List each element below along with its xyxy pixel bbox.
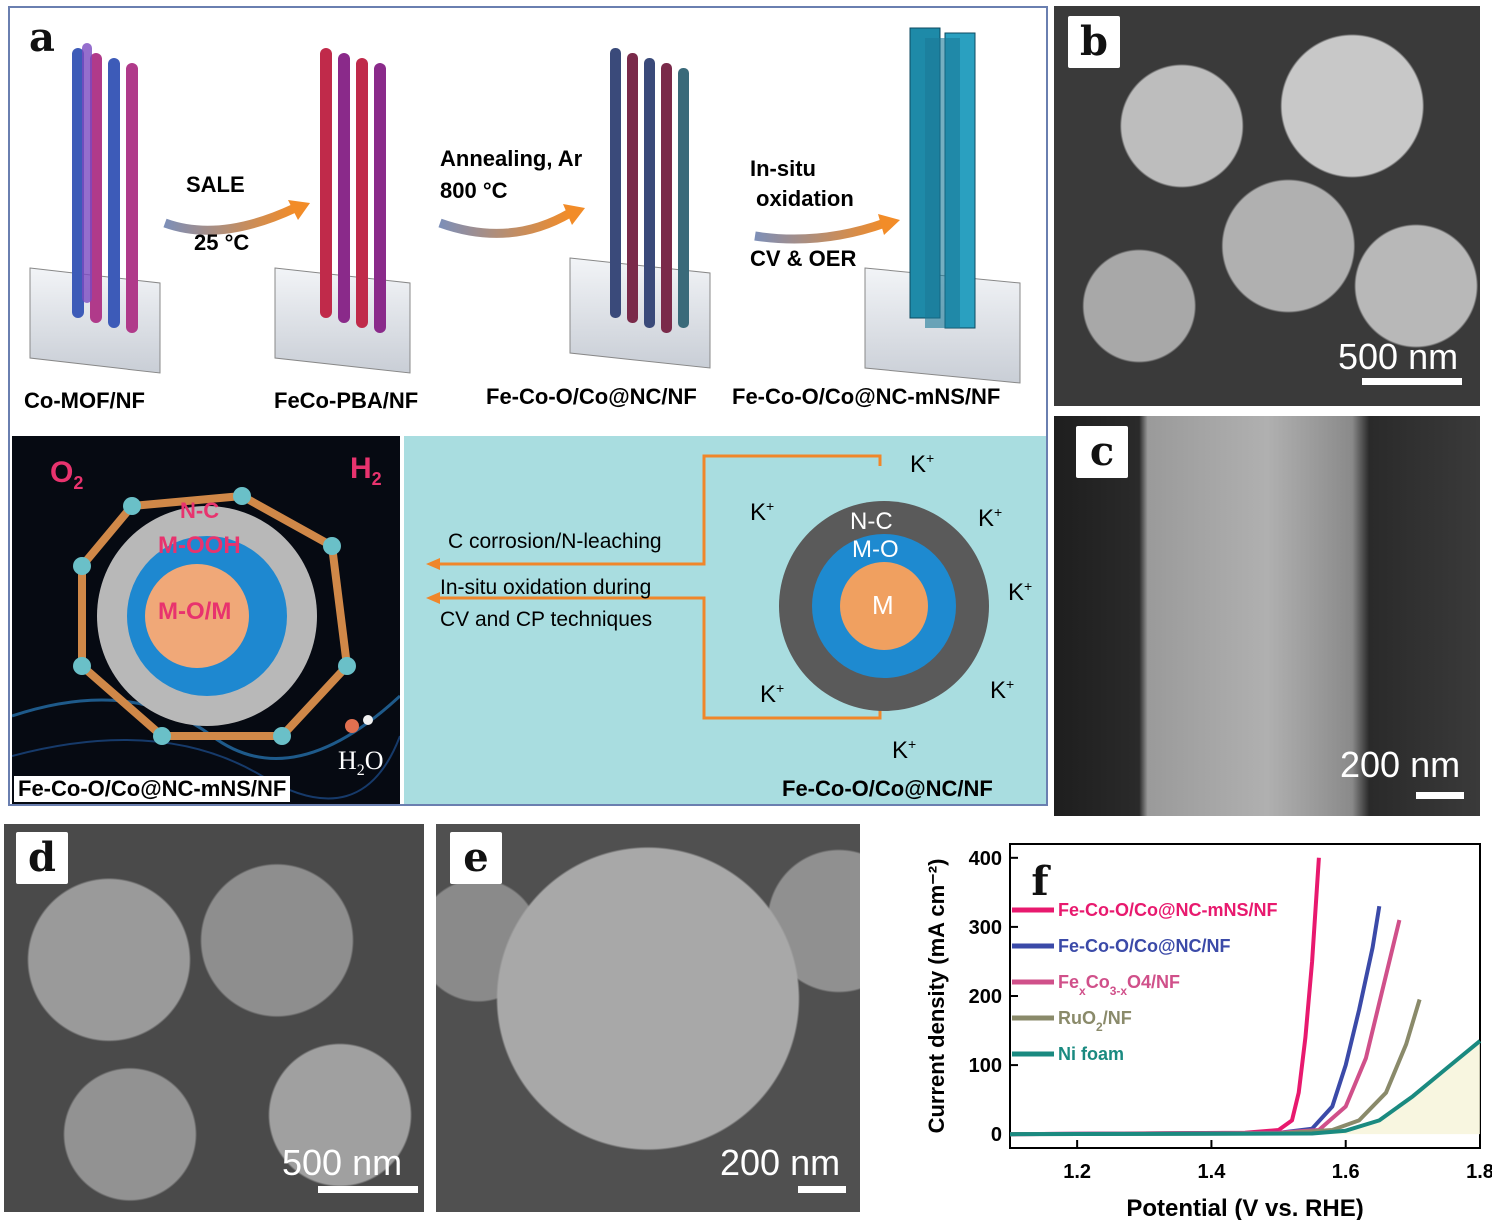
arrow-sale (163, 203, 297, 235)
legend-label-0: Fe-Co-O/Co@NC-mNS/NF (1058, 900, 1278, 920)
molecule-h2o: H2O (338, 746, 384, 780)
panel-label-a: a (29, 14, 55, 61)
step-25c: 25 °C (194, 230, 250, 255)
ion-k-6: K+ (990, 676, 1015, 704)
arrow-in-situ-label-1: In-situ oxidation during (440, 576, 652, 599)
gas-h2: H2 (350, 452, 382, 489)
ion-k-3: K+ (978, 504, 1003, 532)
step-annealing: Annealing, Ar (440, 146, 583, 171)
panel-c-sem-image: c 200 nm (1054, 416, 1480, 816)
area-ni-foam (1010, 1040, 1480, 1135)
panel-b-sem-image: b 500 nm (1054, 6, 1480, 406)
arrow-in-situ-label-2: CV and CP techniques (440, 608, 653, 631)
y-tick-label: 400 (969, 848, 1002, 870)
y-tick-label: 0 (991, 1124, 1002, 1146)
layer-m-o-m: M-O/M (158, 598, 232, 625)
series-line-4 (1009, 1039, 1482, 1137)
step-cv-oer: CV & OER (750, 246, 857, 271)
legend-label-3: RuO2/NF (1058, 1008, 1132, 1034)
panel-e-sem-image: e 200 nm (436, 824, 860, 1212)
y-tick-label: 100 (969, 1055, 1002, 1077)
ion-k-5: K+ (760, 680, 785, 708)
legend-label-4: Ni foam (1058, 1044, 1124, 1064)
core-layer-m: M (872, 590, 894, 620)
layer-n-c: N-C (180, 498, 220, 523)
scale-bar-b (1362, 378, 1462, 385)
panel-label-b: b (1068, 16, 1120, 68)
scale-label-c: 200 nm (1340, 744, 1461, 785)
core-layer-n-c: N-C (850, 508, 893, 535)
layer-m-ooh: M-OOH (158, 532, 241, 559)
left-caption: Fe-Co-O/Co@NC-mNS/NF (18, 776, 287, 801)
step-in-situ: In-situ (750, 156, 816, 181)
x-axis-label: Potential (V vs. RHE) (1126, 1195, 1363, 1220)
panel-a: a SALE 25 °C Annealing, Ar 800 °C In-sit… (8, 6, 1048, 806)
core-layer-m-o: M-O (852, 536, 899, 563)
x-tick-label: 1.2 (1063, 1161, 1091, 1183)
y-axis-label: Current density (mA cm⁻²) (924, 859, 949, 1134)
ion-k-7: K+ (892, 736, 917, 764)
scale-label-b: 500 nm (1338, 336, 1459, 377)
gas-o2: O2 (50, 456, 84, 493)
mechanism-dark-image: N-C M-OOH M-O/M O2 H2 H2O Fe-Co-O/Co@NC-… (12, 436, 400, 804)
x-tick-label: 1.6 (1332, 1161, 1360, 1183)
panel-label-d: d (16, 832, 68, 884)
ion-k-4: K+ (1008, 578, 1033, 606)
mechanism-schematic: C corrosion/N-leaching In-situ oxidation… (404, 436, 1046, 804)
panel-label-f: f (1031, 858, 1049, 905)
step-oxidation: oxidation (756, 186, 854, 211)
scale-bar-e (798, 1186, 846, 1193)
panel-d-sem-image: d 500 nm (4, 824, 424, 1212)
scale-label-e: 200 nm (720, 1142, 841, 1183)
y-tick-label: 200 (969, 986, 1002, 1008)
legend-label-1: Fe-Co-O/Co@NC/NF (1058, 936, 1231, 956)
scale-label-d: 500 nm (282, 1142, 403, 1183)
ion-k-1: K+ (910, 450, 935, 478)
scale-bar-d (318, 1186, 418, 1193)
panel-label-c: c (1076, 426, 1128, 478)
step-sale: SALE (186, 172, 245, 197)
synthesis-scheme (29, 27, 1021, 384)
x-tick-label: 1.8 (1466, 1161, 1492, 1183)
fe-co-o-nanorods (610, 48, 689, 333)
arrow-annealing (438, 209, 573, 238)
co-mof-nanorods (72, 43, 138, 333)
ion-k-2: K+ (750, 498, 775, 526)
sample-mns: Fe-Co-O/Co@NC-mNS/NF (732, 384, 1001, 409)
y-tick-label: 300 (969, 917, 1002, 939)
left-caption-box: Fe-Co-O/Co@NC-mNS/NF (14, 776, 291, 802)
right-caption: Fe-Co-O/Co@NC/NF (782, 776, 993, 801)
step-800c: 800 °C (440, 178, 508, 203)
mns-nanosheet-arrays (909, 27, 976, 329)
arrow-oxidation (754, 218, 887, 244)
feco-pba-nanorods (320, 48, 386, 333)
ion-diagram (426, 454, 989, 720)
sample-co-mof: Co-MOF/NF (24, 388, 145, 413)
arrow-c-corrosion-label: C corrosion/N-leaching (448, 530, 662, 553)
x-tick-label: 1.4 (1198, 1161, 1227, 1183)
scale-bar-c (1416, 792, 1464, 799)
core-shell-illustration (12, 487, 400, 800)
sample-feco-pba: FeCo-PBA/NF (274, 388, 419, 413)
panel-label-e: e (450, 832, 502, 884)
sample-fe-co-o: Fe-Co-O/Co@NC/NF (486, 384, 697, 409)
legend-label-2: FexCo3-xO4/NF (1058, 972, 1180, 998)
